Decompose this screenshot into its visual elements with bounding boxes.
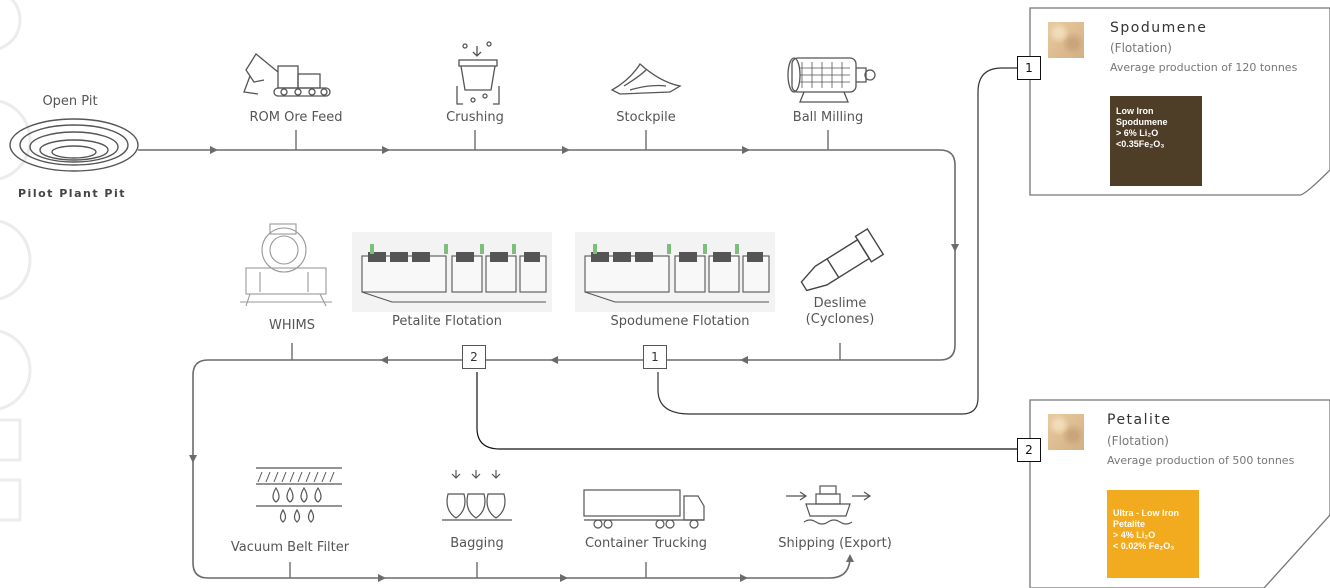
vacuum-filter-icon <box>256 467 342 523</box>
stockpile-icon <box>610 62 682 95</box>
pilot-plant-pit-label: Pilot Plant Pit <box>17 187 127 200</box>
stage-ticks <box>289 130 841 578</box>
spodumene-production: Average production of 120 tonnes <box>1110 61 1298 74</box>
marker-2-flow: 2 <box>462 345 486 369</box>
marker-1-card: 1 <box>1017 56 1041 80</box>
open-pit-label: Open Pit <box>42 94 98 109</box>
open-pit-icon <box>9 118 139 172</box>
petalite-production: Average production of 500 tonnes <box>1107 454 1295 467</box>
petalite-grade-line-1: Ultra - Low Iron <box>1113 508 1179 518</box>
ball-mill-icon <box>787 57 876 103</box>
spodumene-title: Spodumene <box>1110 20 1208 36</box>
stage-label-ball-milling: Ball Milling <box>792 110 864 125</box>
spodumene-grade-line-4: <0.35Fe₂O₃ <box>1116 139 1165 149</box>
petalite-title: Petalite <box>1107 412 1172 428</box>
stage-label-spodumene-flotation: Spodumene Flotation <box>610 314 750 329</box>
petalite-connector <box>476 372 1018 450</box>
spodumene-grade-line-3: > 6% Li₂O <box>1116 128 1159 138</box>
spodumene-sample-image <box>1048 22 1084 58</box>
petalite-flotation-icon <box>352 232 552 312</box>
petalite-grade-line-2: Petalite <box>1113 519 1146 529</box>
bags-icon <box>442 470 512 521</box>
deslime-title: Deslime <box>813 296 867 311</box>
petalite-subtitle: (Flotation) <box>1107 434 1169 448</box>
top-flow-line <box>138 149 956 579</box>
stage-label-shipping: Shipping (Export) <box>778 536 892 551</box>
petalite-grade-line-4: < 0.02% Fe₂O₃ <box>1113 541 1175 551</box>
spodumene-grade-line-2: Spodumene <box>1116 117 1168 127</box>
petalite-sample-image <box>1048 414 1084 450</box>
flow-arrows <box>189 146 959 582</box>
stage-label-container-trucking: Container Trucking <box>584 536 708 551</box>
stage-label-deslime: Deslime (Cyclones) <box>806 296 875 328</box>
stage-label-crushing: Crushing <box>446 110 504 125</box>
cyclone-icon <box>800 227 885 292</box>
stage-label-stockpile: Stockpile <box>616 110 676 125</box>
deslime-subtitle: (Cyclones) <box>805 312 875 327</box>
crusher-icon <box>456 41 500 105</box>
spodumene-connector <box>657 67 1018 415</box>
watermark-graphic <box>0 0 32 522</box>
stage-label-rom: ROM Ore Feed <box>249 110 343 125</box>
stage-label-petalite-flotation: Petalite Flotation <box>392 314 502 329</box>
marker-2-card: 2 <box>1017 438 1041 462</box>
petalite-grade-line-3: > 4% Li₂O <box>1113 530 1156 540</box>
truck-icon <box>583 489 705 529</box>
spodumene-subtitle: (Flotation) <box>1110 41 1172 55</box>
petalite-grade-box: Ultra - Low Iron Petalite > 4% Li₂O < 0.… <box>1107 490 1199 578</box>
excavator-icon <box>243 53 331 97</box>
stage-label-whims: WHIMS <box>269 318 315 333</box>
marker-1-flow: 1 <box>643 345 667 369</box>
stage-label-bagging: Bagging <box>450 536 504 551</box>
ship-icon <box>786 485 872 525</box>
whims-icon <box>240 223 332 307</box>
spodumene-grade-box: Low Iron Spodumene > 6% Li₂O <0.35Fe₂O₃ <box>1110 96 1202 186</box>
stage-label-vacuum-belt-filter: Vacuum Belt Filter <box>230 540 350 555</box>
spodumene-grade-line-1: Low Iron <box>1116 106 1154 116</box>
spodumene-flotation-icon <box>575 232 775 312</box>
